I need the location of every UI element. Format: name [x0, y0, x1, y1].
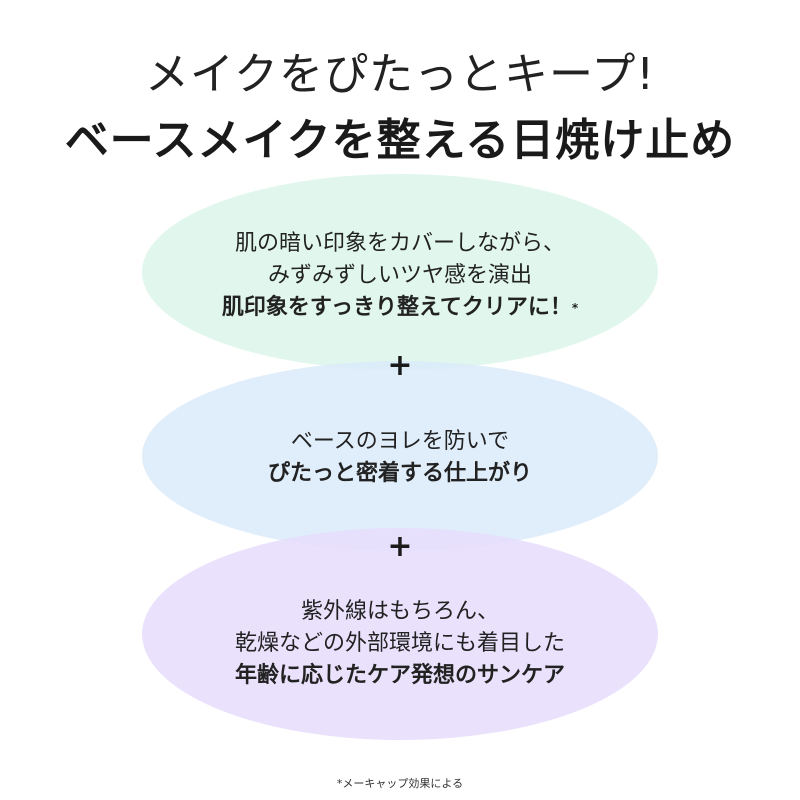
benefit-3: 紫外線はもちろん、 乾燥などの外部環境にも着目した 年齢に応じたケア発想のサンケ… [100, 596, 700, 692]
benefit-1-bold-row: 肌印象をすっきり整えてクリアに！* [100, 292, 700, 324]
benefit-1: 肌の暗い印象をカバーしながら、 みずみずしいツヤ感を演出 肌印象をすっきり整えて… [100, 228, 700, 324]
ellipse-benefit-1 [142, 174, 658, 370]
ellipse-benefit-2 [142, 361, 658, 551]
plus-connector-2: + [387, 529, 413, 564]
benefit-1-line-1: 肌の暗い印象をカバーしながら、 [234, 231, 565, 256]
ellipse-benefit-3 [142, 528, 658, 740]
headline-line-2: ベースメイクを整える日焼け止め [64, 115, 736, 166]
benefit-1-line-2: みずみずしいツヤ感を演出 [267, 263, 532, 288]
benefit-2: ベースのヨレを防いで ぴたっと密着する仕上がり [100, 426, 700, 490]
footnote: *メーキャップ効果による [336, 777, 464, 790]
benefit-3-line-1: 紫外線はもちろん、 [300, 599, 499, 624]
plus-connector-1: + [387, 348, 413, 383]
headline-line-1: メイクをぴたっとキープ! [144, 49, 656, 100]
benefit-1-bold: 肌印象をすっきり整えてクリアに！ [221, 295, 572, 320]
benefit-2-line-1: ベースのヨレを防いで [290, 429, 510, 454]
benefit-2-bold: ぴたっと密着する仕上がり [267, 461, 532, 486]
benefit-3-line-2: 乾燥などの外部環境にも着目した [234, 631, 565, 656]
benefit-3-bold: 年齢に応じたケア発想のサンケア [234, 663, 565, 688]
benefit-1-asterisk: * [571, 301, 579, 315]
